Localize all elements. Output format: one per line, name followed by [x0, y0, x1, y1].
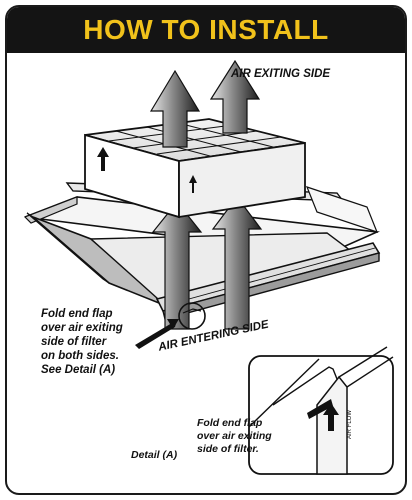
title-banner: HOW TO INSTALL: [7, 7, 405, 53]
label-fold-end-flap: Fold end flap over air exiting side of f…: [41, 308, 123, 376]
air-exiting-arrows: [149, 59, 261, 148]
label-fold-end-flap-detail: Fold end flap over air exiting side of f…: [197, 417, 272, 455]
detail-airflow-text: AIR FLOW: [347, 410, 353, 439]
detail-callout: [135, 302, 206, 349]
label-detail-a: Detail (A): [131, 449, 178, 461]
page-title: HOW TO INSTALL: [83, 14, 329, 45]
install-diagram: HOW TO INSTALL: [5, 5, 407, 495]
air-filter: [84, 118, 306, 219]
installation-illustration: AIR FLOW: [23, 59, 394, 475]
label-air-exiting-side: AIR EXITING SIDE: [231, 68, 331, 80]
air-entering-arrows: [151, 196, 263, 330]
detail-a-inset: [248, 346, 394, 475]
